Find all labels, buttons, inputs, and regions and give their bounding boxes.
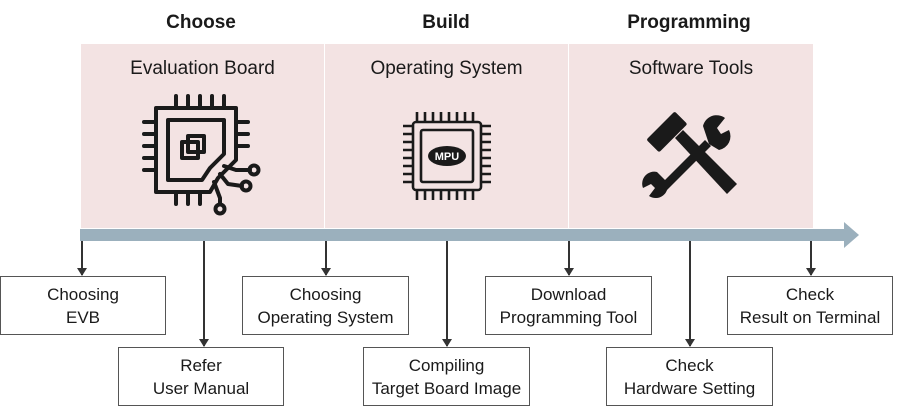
step-choosing-operating-system: Choosing Operating System — [242, 276, 409, 335]
circuit-chip-icon — [141, 94, 260, 216]
step-line1: Choosing — [289, 284, 362, 304]
step-download-programming-tool: Download Programming Tool — [485, 276, 652, 335]
stage-heading-choose: Choose — [166, 12, 236, 33]
step-refer-user-manual: Refer User Manual — [118, 347, 284, 406]
step-line1: Choosing — [47, 284, 119, 304]
timeline-arrowhead — [844, 222, 859, 248]
stage-heading-build: Build — [422, 12, 470, 33]
step-line2: User Manual — [152, 378, 250, 398]
panel-title-software-tools: Software Tools — [628, 58, 754, 79]
step-line1: Check — [785, 284, 835, 304]
panel-title-operating-system: Operating System — [370, 58, 523, 79]
mpu-chip-icon: MPU — [402, 112, 491, 200]
connector-compiling-image — [442, 241, 452, 347]
connector-download-tool — [564, 241, 574, 276]
mpu-label: MPU — [434, 151, 459, 163]
step-line2: Target Board Image — [371, 378, 522, 398]
connector-refer-user-manual — [199, 241, 209, 347]
panel-evaluation-board: Evaluation Board — [81, 44, 324, 228]
step-line1: Compiling — [408, 355, 485, 375]
timeline-bar — [80, 229, 846, 241]
step-line2: Hardware Setting — [623, 378, 756, 398]
step-compiling-target-board-image: Compiling Target Board Image — [363, 347, 530, 406]
stage-heading-programming: Programming — [627, 12, 751, 33]
connector-check-terminal — [806, 241, 816, 276]
step-line2: Operating System — [257, 307, 394, 327]
step-check-result-on-terminal: Check Result on Terminal — [727, 276, 893, 335]
step-line2: Result on Terminal — [739, 307, 881, 327]
panel-title-evaluation-board: Evaluation Board — [130, 58, 275, 79]
step-line2: Programming Tool — [499, 307, 638, 327]
step-line1: Refer — [180, 355, 222, 375]
step-line2: EVB — [65, 307, 101, 327]
connector-choosing-os — [321, 241, 331, 276]
hammer-wrench-icon — [642, 112, 737, 199]
connector-check-hardware — [685, 241, 695, 347]
step-line1: Download — [530, 284, 607, 304]
step-line1: Check — [665, 355, 714, 375]
panel-software-tools: Software Tools — [569, 44, 813, 228]
panel-operating-system: Operating System MPU — [325, 44, 568, 228]
step-check-hardware-setting: Check Hardware Setting — [606, 347, 773, 406]
step-choosing-evb: Choosing EVB — [0, 276, 166, 335]
connector-choosing-evb — [77, 241, 87, 276]
